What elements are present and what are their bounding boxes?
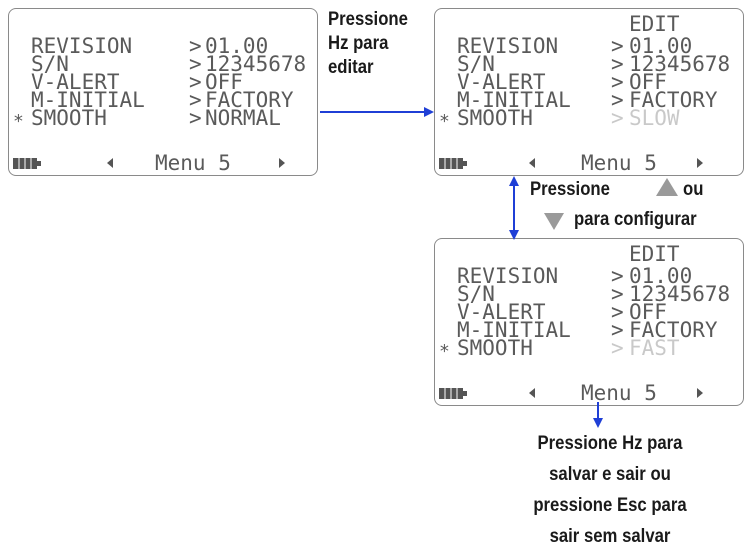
lcd-sep: > xyxy=(189,52,202,76)
lcd-sep: > xyxy=(611,106,624,130)
left-triangle-icon xyxy=(107,158,113,168)
lcd-sep: > xyxy=(189,70,202,94)
lcd-value: FACTORY xyxy=(629,318,718,342)
lcd-label: S/N xyxy=(31,52,69,76)
lcd-label: REVISION xyxy=(31,34,132,58)
selection-asterisk: * xyxy=(439,111,450,132)
lcd-value: 12345678 xyxy=(629,282,730,306)
final-instruction: Pressione Hz para salvar e sair ou press… xyxy=(487,428,733,552)
lcd-label: V-ALERT xyxy=(457,300,546,324)
configure-pre: Pressione xyxy=(530,179,610,200)
lcd-value: FACTORY xyxy=(629,88,718,112)
lcd-value: FACTORY xyxy=(205,88,294,112)
lcd-sep: > xyxy=(611,70,624,94)
lcd-display-1: REVISION > 01.00 S/N > 12345678 V-ALERT … xyxy=(13,34,306,175)
lcd-sep: > xyxy=(611,52,624,76)
left-triangle-icon xyxy=(529,158,535,168)
lcd-header: EDIT xyxy=(629,242,680,266)
arrow-save-head xyxy=(593,418,603,428)
lcd-label: M-INITIAL xyxy=(31,88,145,112)
final-line-1: Pressione Hz para xyxy=(537,433,683,454)
left-triangle-icon xyxy=(529,388,535,398)
lcd-label: SMOOTH xyxy=(457,106,533,130)
lcd-sep: > xyxy=(611,318,624,342)
right-triangle-icon xyxy=(697,158,703,168)
lcd-screen-1: REVISION > 01.00 S/N > 12345678 V-ALERT … xyxy=(8,8,318,176)
selection-asterisk: * xyxy=(439,341,450,362)
lcd-sep: > xyxy=(611,336,624,360)
down-arrow-key-icon xyxy=(544,213,564,230)
selection-asterisk: * xyxy=(13,111,24,132)
menu-label: Menu 5 xyxy=(155,151,231,175)
configure-post: para configurar xyxy=(574,209,697,230)
menu-label: Menu 5 xyxy=(581,151,657,175)
right-triangle-icon xyxy=(697,388,703,398)
lcd-screen-3: EDIT REVISION > 01.00 S/N > 12345678 V-A… xyxy=(434,238,744,406)
lcd-label: S/N xyxy=(457,282,495,306)
final-line-4: sair sem salvar xyxy=(549,526,671,547)
lcd-sep: > xyxy=(611,88,624,112)
lcd-value: 01.00 xyxy=(629,34,692,58)
lcd-label: V-ALERT xyxy=(31,70,120,94)
lcd-label: M-INITIAL xyxy=(457,88,571,112)
lcd-value: OFF xyxy=(205,70,243,94)
up-arrow-key-icon xyxy=(656,178,678,196)
lcd-label: SMOOTH xyxy=(31,106,107,130)
edit-line-2: Hz para xyxy=(328,33,389,54)
lcd-label: S/N xyxy=(457,52,495,76)
final-line-2: salvar e sair ou xyxy=(549,464,671,485)
lcd-sep: > xyxy=(189,106,202,130)
lcd-value: 01.00 xyxy=(205,34,268,58)
lcd-value-editing: SLOW xyxy=(629,106,680,130)
lcd-label: M-INITIAL xyxy=(457,318,571,342)
lcd-label: REVISION xyxy=(457,264,558,288)
lcd-sep: > xyxy=(189,34,202,58)
edit-line-3: editar xyxy=(328,57,374,78)
lcd-value: OFF xyxy=(629,70,667,94)
lcd-display-2: EDIT REVISION > 01.00 S/N > 12345678 V-A… xyxy=(439,12,730,175)
lcd-label: SMOOTH xyxy=(457,336,533,360)
lcd-sep: > xyxy=(611,300,624,324)
battery-icon xyxy=(439,158,467,169)
lcd-value: 12345678 xyxy=(629,52,730,76)
battery-icon xyxy=(439,388,467,399)
battery-icon xyxy=(13,158,41,169)
lcd-sep: > xyxy=(611,282,624,306)
lcd-sep: > xyxy=(611,264,624,288)
lcd-label: REVISION xyxy=(457,34,558,58)
lcd-display-3: EDIT REVISION > 01.00 S/N > 12345678 V-A… xyxy=(439,242,730,405)
lcd-header: EDIT xyxy=(629,12,680,36)
configure-or: ou xyxy=(683,179,704,200)
lcd-value: OFF xyxy=(629,300,667,324)
arrow-configure-up-head xyxy=(509,176,519,186)
lcd-value: NORMAL xyxy=(205,106,281,130)
lcd-label: V-ALERT xyxy=(457,70,546,94)
final-line-3: pressione Esc para xyxy=(533,495,687,516)
lcd-sep: > xyxy=(189,88,202,112)
lcd-value-editing: FAST xyxy=(629,336,680,360)
lcd-value: 12345678 xyxy=(205,52,306,76)
lcd-sep: > xyxy=(611,34,624,58)
right-triangle-icon xyxy=(279,158,285,168)
lcd-screen-2: EDIT REVISION > 01.00 S/N > 12345678 V-A… xyxy=(434,8,744,176)
menu-label: Menu 5 xyxy=(581,381,657,405)
edit-instruction: Pressione Hz para editar xyxy=(328,8,408,80)
lcd-value: 01.00 xyxy=(629,264,692,288)
edit-line-1: Pressione xyxy=(328,9,408,30)
